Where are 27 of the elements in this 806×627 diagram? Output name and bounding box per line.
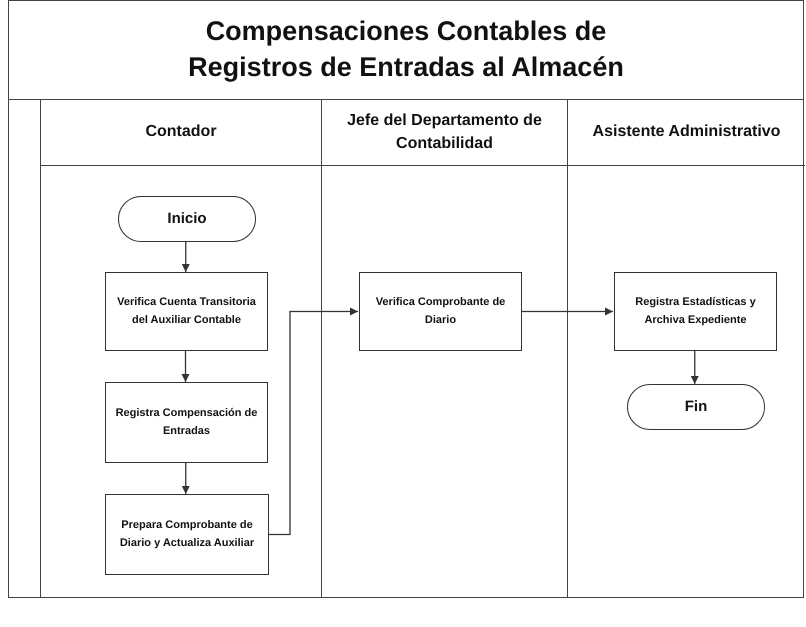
node-text: Verifica Comprobante de Diario [374,295,506,328]
arrow [182,463,190,494]
arrow [182,351,190,382]
node-text: Fin [684,397,708,418]
node-text: Prepara Comprobante de Diario y Actualiza Auxiliar [118,518,256,550]
lane-header: Contador [145,122,217,142]
terminal-shape [627,384,765,430]
swimlane [567,100,805,598]
node-text: Verifica Cuenta Transitoria del Auxiliar Contable [116,295,257,328]
lane-header: Jefe del Departamento de Contabilidad [346,111,543,154]
diagram-title: Compensaciones Contables de Registros de Entradas al Almacén [187,15,625,84]
terminal-shape [118,196,256,242]
node-text: Inicio [166,209,208,230]
lane-header: Asistente Administrativo [592,122,780,142]
process-box [105,382,268,463]
arrow [268,308,358,536]
node-text: Registra Compensación de Entradas [114,406,258,438]
node-text: Registra Estadísticas y Archiva Expediente [634,295,757,328]
process-box [614,272,777,351]
process-box [359,272,522,351]
arrow [521,308,613,316]
process-box [105,494,269,575]
swimlane [321,100,567,598]
process-box [105,272,268,351]
swimlane [40,100,321,598]
arrow [690,351,699,384]
arrow [182,242,190,272]
